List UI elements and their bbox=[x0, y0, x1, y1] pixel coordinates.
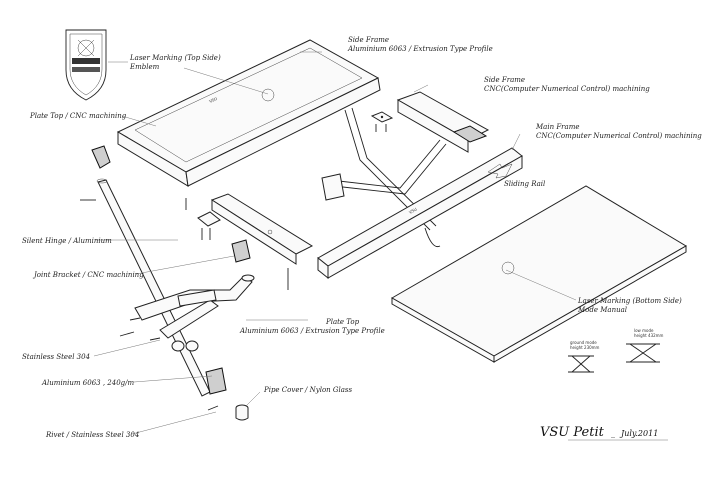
title-separator: _ bbox=[611, 429, 615, 438]
label-rivet: Rivet / Stainless Steel 304 bbox=[45, 431, 139, 439]
label-plate-top-cnc: Plate Top / CNC machining bbox=[29, 112, 127, 120]
low-mode-height: height 432mm bbox=[634, 333, 664, 338]
label-side-frame-1a: Side Frame bbox=[348, 36, 389, 44]
label-laser-bottom-b: Mode Manual bbox=[577, 306, 627, 314]
label-main-frame-b: CNC(Computer Numerical Control) machinin… bbox=[536, 132, 702, 140]
main-frame bbox=[321, 107, 447, 248]
label-stainless: Stainless Steel 304 bbox=[22, 353, 90, 361]
joint-bracket bbox=[231, 239, 251, 263]
label-joint-bracket: Joint Bracket / CNC machining bbox=[32, 271, 144, 279]
title-name: VSU Petit bbox=[540, 425, 605, 440]
side-frame-upper bbox=[396, 91, 490, 153]
ground-mode-label: ground mode bbox=[570, 340, 597, 345]
pipe-cover bbox=[235, 404, 249, 421]
label-sliding-rail: Sliding Rail bbox=[504, 180, 545, 188]
sliding-rail-arrow-icon bbox=[487, 163, 513, 179]
low-mode-label: low mode bbox=[634, 328, 654, 333]
leader-lines bbox=[93, 51, 668, 441]
label-laser-top-2: Emblem bbox=[129, 63, 160, 71]
ground-mode-height: height 230mm bbox=[570, 345, 600, 350]
svg-text:VSU: VSU bbox=[208, 96, 218, 104]
lower-leg-assembly bbox=[119, 274, 255, 352]
label-laser-top-1: Laser Marking (Top Side) bbox=[129, 54, 221, 62]
label-pipe-cover: Pipe Cover / Nylon Glass bbox=[263, 386, 352, 394]
silent-hinge bbox=[80, 145, 111, 201]
low-mode-icon bbox=[626, 343, 660, 363]
label-side-frame-2b: CNC(Computer Numerical Control) machinin… bbox=[484, 85, 650, 93]
left-tube bbox=[96, 178, 211, 397]
bottom-plate bbox=[390, 185, 687, 363]
ground-mode-icon bbox=[568, 355, 594, 373]
label-plate-top-ext-a: Plate Top bbox=[325, 318, 360, 326]
label-silent-hinge: Silent Hinge / Aluminium bbox=[22, 237, 112, 245]
label-aluminium-240: Aluminium 6063 , 240g/m bbox=[41, 379, 134, 387]
label-laser-bottom-a: Laser Marking (Bottom Side) bbox=[577, 297, 682, 305]
side-frame-middle bbox=[210, 193, 314, 290]
label-main-frame-a: Main Frame bbox=[535, 123, 579, 131]
lower-bracket bbox=[205, 367, 227, 411]
label-plate-top-ext-b: Aluminium 6063 / Extrusion Type Profile bbox=[239, 327, 385, 335]
shield-emblem-icon bbox=[65, 29, 107, 101]
main-frame-rail: VSU bbox=[317, 147, 523, 280]
hinge-plate-middle bbox=[185, 198, 221, 240]
label-side-frame-2a: Side Frame bbox=[484, 76, 525, 84]
title-date: July.2011 bbox=[619, 429, 658, 438]
hinge-plate-upper bbox=[370, 111, 394, 132]
svg-text:VSU: VSU bbox=[408, 206, 418, 214]
label-side-frame-1b: Aluminium 6063 / Extrusion Type Profile bbox=[347, 45, 493, 53]
plate-top-panel: VSU bbox=[116, 39, 381, 187]
